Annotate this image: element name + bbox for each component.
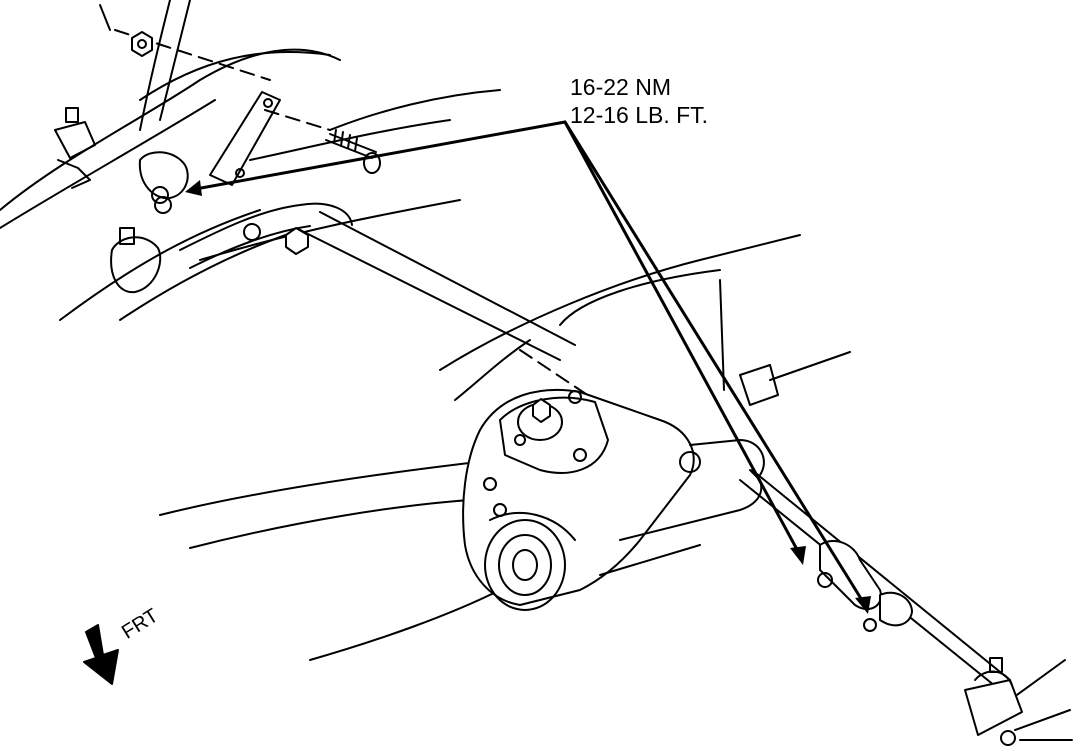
leader-arrowheads	[185, 180, 871, 614]
torque-value-imperial: 12-16 LB. FT.	[570, 102, 709, 128]
alignment-dashes	[114, 29, 641, 431]
idler-arm-bracket	[138, 91, 281, 214]
right-tie-rod	[739, 469, 1023, 746]
steering-gear-box	[462, 364, 779, 611]
torque-leader-lines	[188, 120, 867, 607]
relay-rod	[179, 202, 576, 361]
front-direction-arrow-icon	[83, 624, 119, 685]
torque-value-metric: 16-22 NM	[570, 74, 671, 100]
left-tie-rod-end	[54, 107, 162, 294]
top-nut	[131, 31, 153, 57]
idler-bolt	[325, 129, 381, 174]
frame-outline	[0, 0, 1073, 741]
